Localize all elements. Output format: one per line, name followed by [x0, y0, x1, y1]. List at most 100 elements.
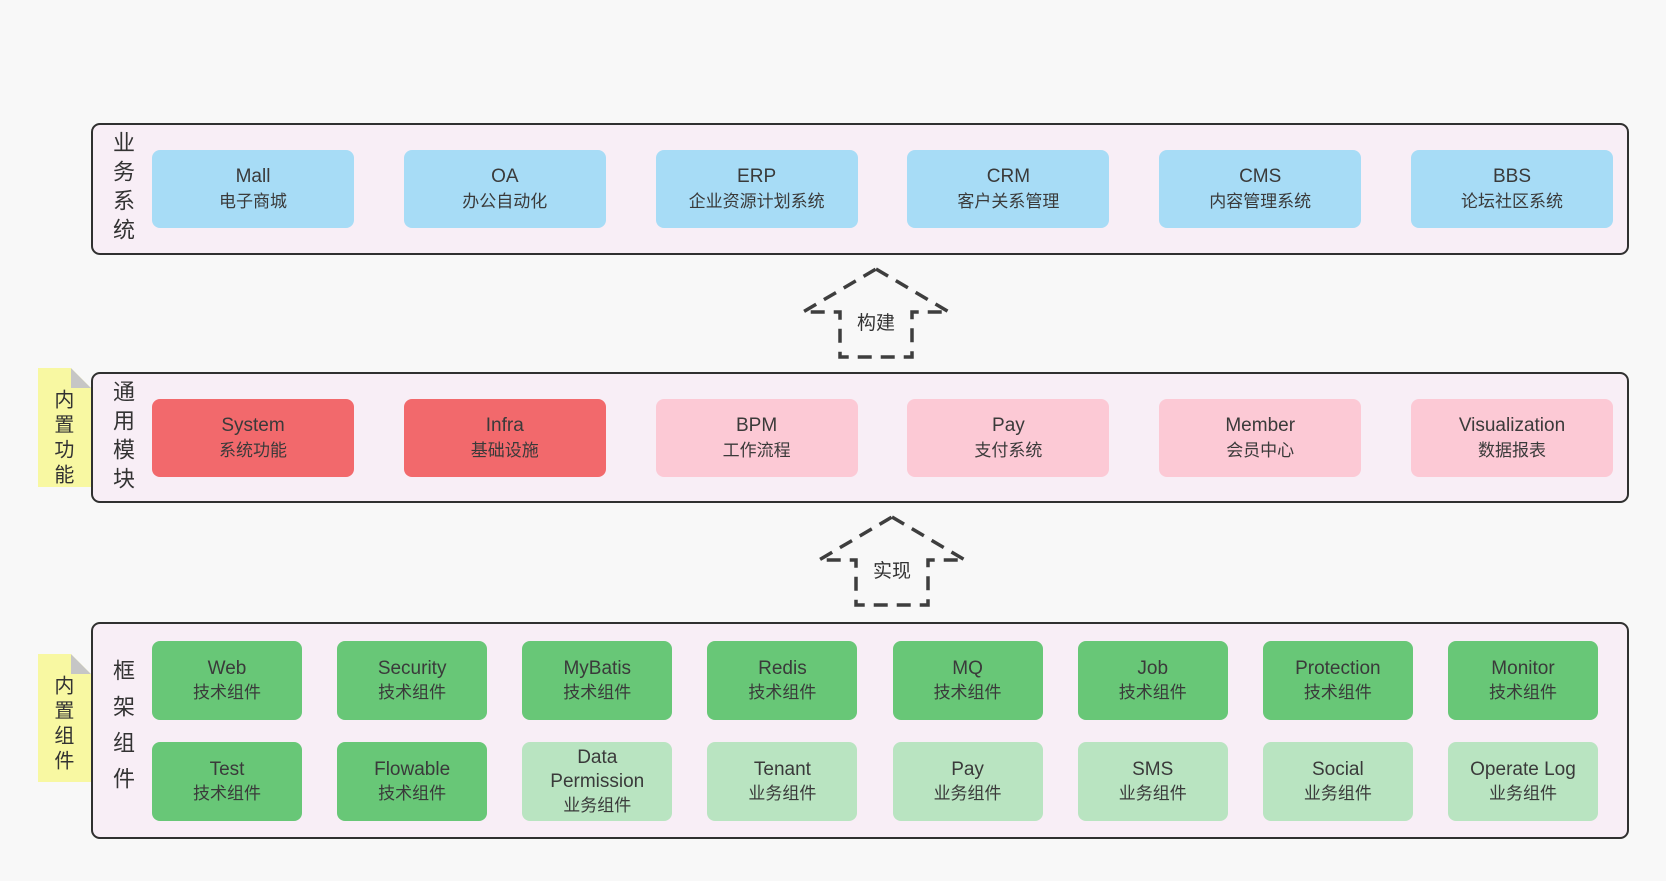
- box-job: Job 技术组件: [1077, 641, 1228, 720]
- box-test-name: Test: [209, 759, 245, 780]
- box-erp: ERP 企业资源计划系统: [655, 150, 858, 228]
- box-mq-desc: 技术组件: [933, 683, 1002, 702]
- note-built-in-features: 内置功能: [38, 368, 91, 487]
- box-erp-desc: 企业资源计划系统: [688, 192, 825, 211]
- box-monitor-name: Monitor: [1491, 658, 1555, 679]
- box-flowable: Flowable 技术组件: [337, 742, 488, 821]
- box-security: Security 技术组件: [337, 641, 488, 720]
- box-system-desc: 系统功能: [219, 440, 287, 460]
- band-business-label: 业务系统: [110, 131, 135, 247]
- box-test-desc: 技术组件: [193, 784, 261, 803]
- box-social: Social 业务组件: [1262, 742, 1413, 821]
- box-job-desc: 技术组件: [1118, 683, 1187, 702]
- box-bbs-desc: 论坛社区系统: [1460, 192, 1563, 211]
- framework-row-2: Test 技术组件 Flowable 技术组件 Data Permission …: [152, 742, 1598, 821]
- box-pay-biz-desc: 业务组件: [933, 784, 1002, 803]
- box-pay-name: Pay: [992, 414, 1025, 436]
- box-visualization: Visualization 数据报表: [1410, 398, 1613, 477]
- box-visualization-name: Visualization: [1458, 414, 1566, 436]
- box-tenant: Tenant 业务组件: [707, 742, 858, 821]
- box-flowable-name: Flowable: [374, 759, 451, 780]
- box-social-desc: 业务组件: [1303, 784, 1372, 803]
- box-crm-desc: 客户关系管理: [957, 192, 1060, 211]
- box-infra-name: Infra: [485, 414, 524, 436]
- box-pay-biz-name: Pay: [951, 759, 984, 780]
- note-built-in-components: 内置组件: [38, 654, 91, 782]
- box-sms-desc: 业务组件: [1118, 784, 1187, 803]
- arrow-implement: 实现: [816, 514, 968, 608]
- box-member-desc: 会员中心: [1226, 440, 1295, 460]
- box-cms: CMS 内容管理系统: [1159, 150, 1362, 228]
- box-operate-log: Operate Log 业务组件: [1447, 742, 1598, 821]
- box-data-permission: Data Permission 业务组件: [522, 742, 673, 821]
- note-built-in-components-label: 内置组件: [50, 675, 73, 775]
- box-monitor-desc: 技术组件: [1488, 683, 1557, 702]
- box-sms-name: SMS: [1132, 759, 1174, 780]
- box-web-name: Web: [207, 658, 247, 679]
- box-mq-name: MQ: [952, 658, 983, 679]
- box-operate-log-name: Operate Log: [1470, 759, 1576, 780]
- box-tenant-desc: 业务组件: [748, 784, 817, 803]
- box-pay-biz: Pay 业务组件: [892, 742, 1043, 821]
- box-bbs-name: BBS: [1492, 166, 1531, 187]
- box-system: System 系统功能: [152, 398, 354, 477]
- box-mybatis: MyBatis 技术组件: [522, 641, 673, 720]
- arrow-implement-label: 实现: [868, 556, 916, 583]
- box-bpm: BPM 工作流程: [655, 398, 858, 477]
- band-modules-content: System 系统功能 Infra 基础设施 BPM 工作流程 Pay 支付系统…: [152, 374, 1613, 501]
- box-system-name: System: [221, 414, 285, 436]
- box-protection-desc: 技术组件: [1303, 683, 1372, 702]
- box-data-permission-name: Data Permission: [550, 747, 645, 792]
- box-flowable-desc: 技术组件: [378, 784, 447, 803]
- box-pay: Pay 支付系统: [907, 398, 1110, 477]
- box-mybatis-desc: 技术组件: [563, 683, 632, 702]
- band-framework-components: 框架组件 Web 技术组件 Security 技术组件 MyBatis 技术组件…: [91, 622, 1629, 839]
- note-fold-icon: [71, 654, 91, 674]
- box-crm: CRM 客户关系管理: [907, 150, 1110, 228]
- box-web: Web 技术组件: [152, 641, 302, 720]
- box-web-desc: 技术组件: [193, 683, 261, 702]
- box-pay-desc: 支付系统: [974, 440, 1043, 460]
- band-business-content: Mall 电子商城 OA 办公自动化 ERP 企业资源计划系统 CRM 客户关系…: [152, 125, 1613, 253]
- box-oa-name: OA: [491, 166, 519, 187]
- box-bpm-name: BPM: [736, 414, 778, 436]
- band-framework-content: Web 技术组件 Security 技术组件 MyBatis 技术组件 Redi…: [152, 641, 1598, 821]
- box-infra: Infra 基础设施: [403, 398, 606, 477]
- band-common-modules: 通用模块 System 系统功能 Infra 基础设施 BPM 工作流程 Pay…: [91, 372, 1629, 503]
- box-job-name: Job: [1137, 658, 1169, 679]
- box-protection-name: Protection: [1295, 658, 1381, 679]
- box-visualization-desc: 数据报表: [1477, 440, 1546, 460]
- box-redis-desc: 技术组件: [748, 683, 817, 702]
- box-infra-desc: 基础设施: [470, 440, 539, 460]
- box-redis: Redis 技术组件: [707, 641, 858, 720]
- box-mall: Mall 电子商城: [152, 150, 354, 228]
- box-cms-name: CMS: [1239, 166, 1282, 187]
- box-data-permission-desc: 业务组件: [563, 796, 632, 815]
- box-security-name: Security: [377, 658, 447, 679]
- box-monitor: Monitor 技术组件: [1447, 641, 1598, 720]
- box-mq: MQ 技术组件: [892, 641, 1043, 720]
- box-social-name: Social: [1311, 759, 1364, 780]
- band-framework-label: 框架组件: [110, 658, 135, 803]
- box-erp-name: ERP: [737, 166, 777, 187]
- box-tenant-name: Tenant: [753, 759, 811, 780]
- box-bbs: BBS 论坛社区系统: [1410, 150, 1613, 228]
- box-security-desc: 技术组件: [378, 683, 447, 702]
- box-mybatis-name: MyBatis: [563, 658, 632, 679]
- band-business-systems: 业务系统 Mall 电子商城 OA 办公自动化 ERP 企业资源计划系统 CRM…: [91, 123, 1629, 255]
- band-modules-label: 通用模块: [110, 379, 135, 496]
- framework-row-1: Web 技术组件 Security 技术组件 MyBatis 技术组件 Redi…: [152, 641, 1598, 720]
- box-bpm-desc: 工作流程: [722, 440, 791, 460]
- arrow-build: 构建: [800, 266, 952, 360]
- box-oa: OA 办公自动化: [403, 150, 606, 228]
- note-built-in-features-label: 内置功能: [50, 389, 73, 489]
- box-cms-desc: 内容管理系统: [1209, 192, 1312, 211]
- box-mall-desc: 电子商城: [219, 192, 287, 211]
- arrow-build-label: 构建: [852, 308, 900, 335]
- box-mall-name: Mall: [235, 166, 271, 187]
- box-member: Member 会员中心: [1159, 398, 1362, 477]
- box-redis-name: Redis: [758, 658, 807, 679]
- box-protection: Protection 技术组件: [1262, 641, 1413, 720]
- box-oa-desc: 办公自动化: [462, 192, 548, 211]
- box-operate-log-desc: 业务组件: [1488, 784, 1557, 803]
